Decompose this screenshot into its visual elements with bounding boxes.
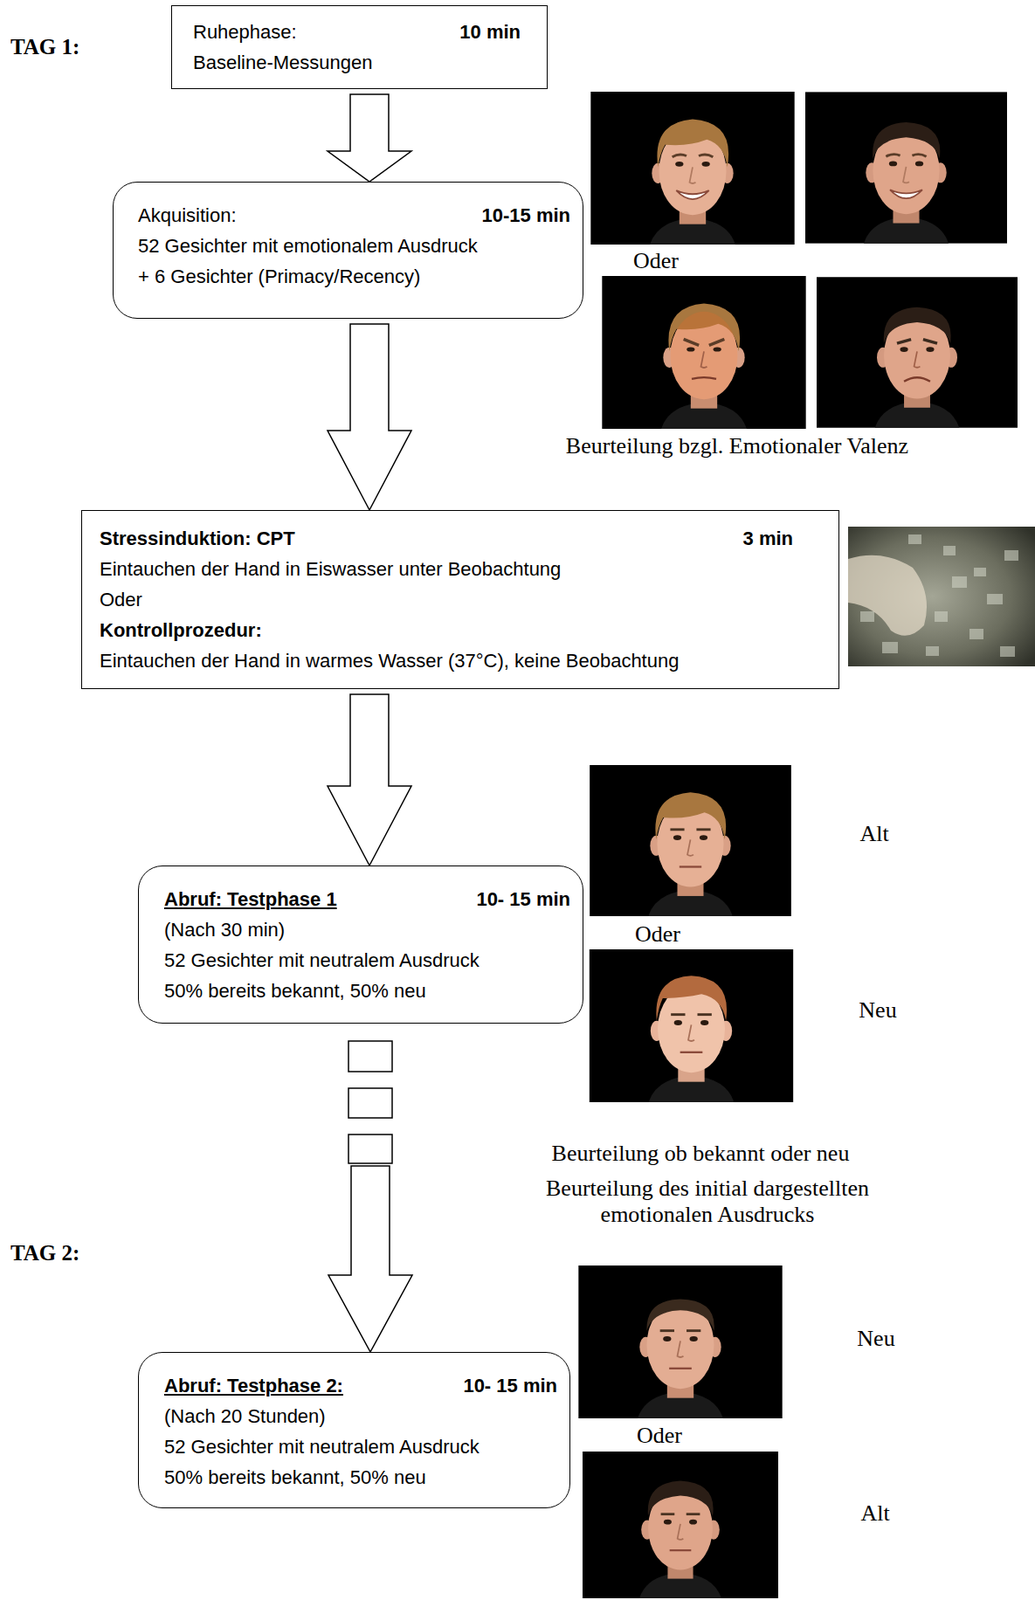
block-arrow (328, 1041, 413, 1353)
block-arrow (327, 94, 412, 182)
annotation-label: Oder (633, 248, 679, 275)
text-row: 50% bereits bekannt, 50% neu (164, 1462, 558, 1493)
box-text: Kontrollprozedur: (99, 614, 263, 646)
box-text: 50% bereits bekannt, 50% neu (164, 975, 427, 1007)
box-text: Eintauchen der Hand in Eiswasser unter B… (99, 553, 561, 585)
face-photo (589, 765, 792, 917)
text-row: + 6 Gesichter (Primacy/Recency) (138, 261, 571, 292)
text-row: Eintauchen der Hand in warmes Wasser (37… (99, 645, 794, 677)
day-label: TAG 1: (10, 34, 80, 61)
box-text: + 6 Gesichter (Primacy/Recency) (138, 261, 421, 292)
process-box: Abruf: Testphase 1 10- 15 min (Nach 30 min… (138, 865, 584, 1024)
annotation-label: Oder (634, 921, 681, 948)
annotation-label: Alt (860, 1500, 890, 1527)
text-row: Abruf: Testphase 2: 10- 15 min (164, 1370, 558, 1401)
ice-water-photo (848, 526, 1035, 667)
annotation-label: Alt (859, 821, 889, 848)
text-row: Baseline-Messungen (193, 47, 521, 78)
text-row: 50% bereits bekannt, 50% neu (164, 975, 571, 1007)
box-text: Eintauchen der Hand in warmes Wasser (37… (99, 645, 679, 677)
box-text: Akquisition: (138, 200, 237, 231)
text-row: Kontrollprozedur: (99, 614, 794, 646)
process-box: Akquisition: 10-15 min52 Gesichter mit em… (112, 181, 584, 319)
box-text: (Nach 20 Stunden) (164, 1400, 326, 1432)
box-text: Abruf: Testphase 1 (164, 883, 338, 915)
text-row: (Nach 30 min) (164, 914, 571, 946)
text-row: Eintauchen der Hand in Eiswasser unter B… (99, 553, 794, 585)
face-photo (582, 1451, 779, 1599)
text-row: 52 Gesichter mit neutralem Ausdruck (164, 945, 571, 976)
box-text: 3 min (743, 523, 794, 554)
annotation-label: Beurteilung des initial dargestellten em… (506, 1175, 909, 1229)
text-row: Oder (99, 584, 794, 615)
box-text: 52 Gesichter mit neutralem Ausdruck (164, 945, 480, 976)
face-photo (589, 949, 794, 1103)
face-photo (816, 276, 1018, 428)
annotation-label: Beurteilung bzgl. Emotionaler Valenz (565, 433, 909, 460)
process-box: Ruhephase: 10 minBaseline-Messungen (171, 5, 548, 90)
block-arrow (327, 694, 412, 866)
process-box: Abruf: Testphase 2: 10- 15 min (Nach 20 St… (138, 1352, 571, 1509)
text-row: Akquisition: 10-15 min (138, 200, 571, 231)
box-text: 10 min (459, 16, 521, 48)
box-text: 50% bereits bekannt, 50% neu (164, 1462, 427, 1493)
box-text: Baseline-Messungen (193, 47, 373, 78)
text-row: Abruf: Testphase 1 10- 15 min (164, 883, 571, 915)
box-text: 52 Gesichter mit neutralem Ausdruck (164, 1431, 480, 1463)
annotation-label: Neu (856, 1325, 895, 1353)
text-row: 52 Gesichter mit emotionalem Ausdruck (138, 230, 571, 262)
box-text: Ruhephase: (193, 16, 297, 48)
day-label: TAG 2: (10, 1241, 80, 1267)
text-row: Ruhephase: 10 min (193, 16, 521, 48)
annotation-label: Neu (858, 997, 897, 1024)
face-photo (601, 276, 806, 429)
text-row: 52 Gesichter mit neutralem Ausdruck (164, 1431, 558, 1463)
box-text: 52 Gesichter mit emotionalem Ausdruck (138, 230, 478, 262)
box-text: (Nach 30 min) (164, 914, 285, 946)
face-photo (590, 91, 794, 245)
box-text: Stressinduktion: CPT (99, 523, 296, 554)
face-photo (805, 91, 1008, 243)
box-text: 10- 15 min (476, 883, 571, 915)
text-row: Stressinduktion: CPT 3 min (99, 523, 794, 554)
box-text: 10- 15 min (462, 1370, 558, 1401)
process-box: Stressinduktion: CPT 3 minEintauchen der … (81, 510, 840, 690)
box-text: Oder (99, 584, 143, 615)
face-photo (578, 1265, 782, 1419)
box-text: Abruf: Testphase 2: (164, 1370, 344, 1401)
block-arrow (327, 324, 412, 511)
annotation-label: Beurteilung ob bekannt oder neu (552, 1140, 850, 1167)
text-row: (Nach 20 Stunden) (164, 1400, 558, 1432)
box-text: 10-15 min (482, 200, 572, 231)
annotation-label: Oder (636, 1422, 683, 1449)
